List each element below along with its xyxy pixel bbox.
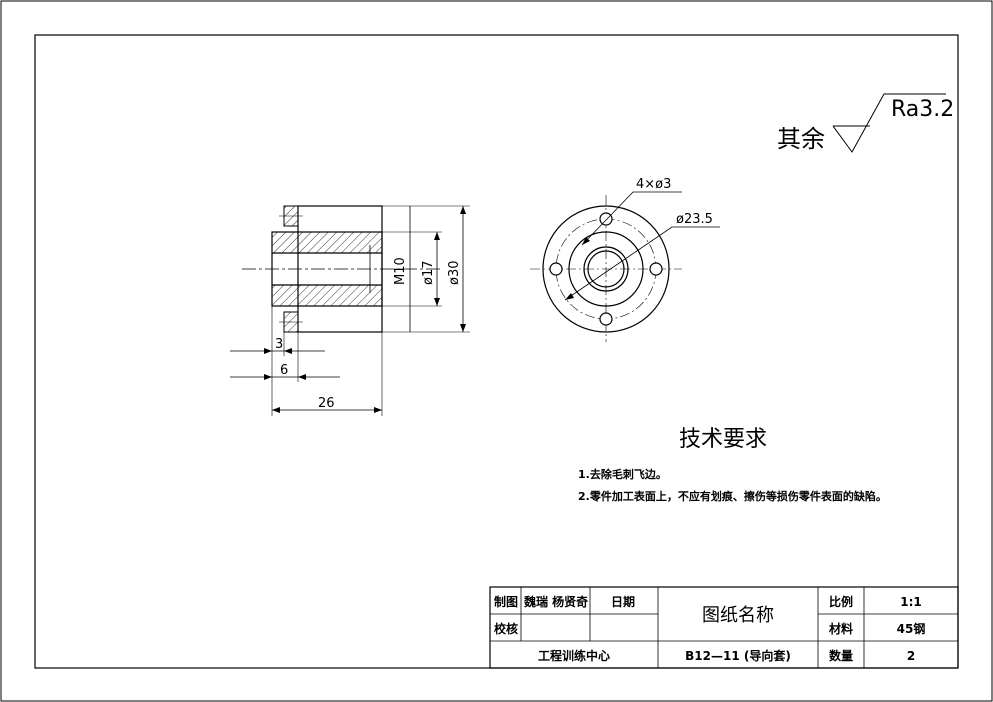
drawing-name: 图纸名称: [702, 605, 774, 626]
requirements-title: 技术要求: [679, 427, 767, 452]
quantity-label: 数量: [829, 648, 853, 663]
roughness-value: Ra3.2: [891, 97, 954, 122]
bolt-hole: [599, 312, 613, 326]
bolt-hole: [649, 262, 663, 276]
title-block: 制图 魏瑞 杨贤奇 日期 校核 工程训练中心 图纸名称 B12—11 (导向套)…: [489, 586, 959, 669]
material-label: 材料: [828, 621, 853, 636]
date-label: 日期: [611, 594, 635, 609]
technical-requirements: 技术要求 1.去除毛刺飞边。 2.零件加工表面上，不应有划痕、擦伤等损伤零件表面…: [578, 427, 887, 503]
scale-value: 1:1: [900, 595, 922, 609]
requirement-item: 1.去除毛刺飞边。: [578, 467, 667, 481]
bolt-hole: [549, 262, 563, 276]
drawn-label: 制图: [494, 594, 518, 609]
scale-label: 比例: [829, 594, 853, 609]
surface-finish-symbol: 其余 Ra3.2: [777, 93, 954, 153]
dim-dia-17: ø17: [421, 261, 436, 286]
surface-finish-label: 其余: [777, 125, 825, 153]
quantity-value: 2: [907, 649, 915, 663]
drawn-by: 魏瑞 杨贤奇: [523, 594, 588, 609]
dim-thread: M10: [393, 257, 408, 285]
drawing-number: B12—11 (导向套): [685, 648, 791, 663]
holes-callout: 4×ø3: [636, 177, 671, 192]
dim-26: 26: [318, 396, 335, 411]
dim-dia-30: ø30: [447, 261, 462, 286]
bolt-hole: [599, 212, 613, 226]
material-value: 45钢: [897, 621, 926, 636]
dim-6: 6: [280, 363, 288, 378]
organization: 工程训练中心: [538, 648, 610, 663]
side-view: 4×ø3 ø23.5: [530, 177, 720, 342]
front-section-view: 3 6 26 M10 ø17 ø30: [230, 205, 470, 416]
checked-label: 校核: [494, 621, 518, 636]
requirement-item: 2.零件加工表面上，不应有划痕、擦伤等损伤零件表面的缺陷。: [578, 489, 887, 503]
dim-3: 3: [275, 337, 283, 352]
pcd-callout: ø23.5: [676, 212, 713, 227]
